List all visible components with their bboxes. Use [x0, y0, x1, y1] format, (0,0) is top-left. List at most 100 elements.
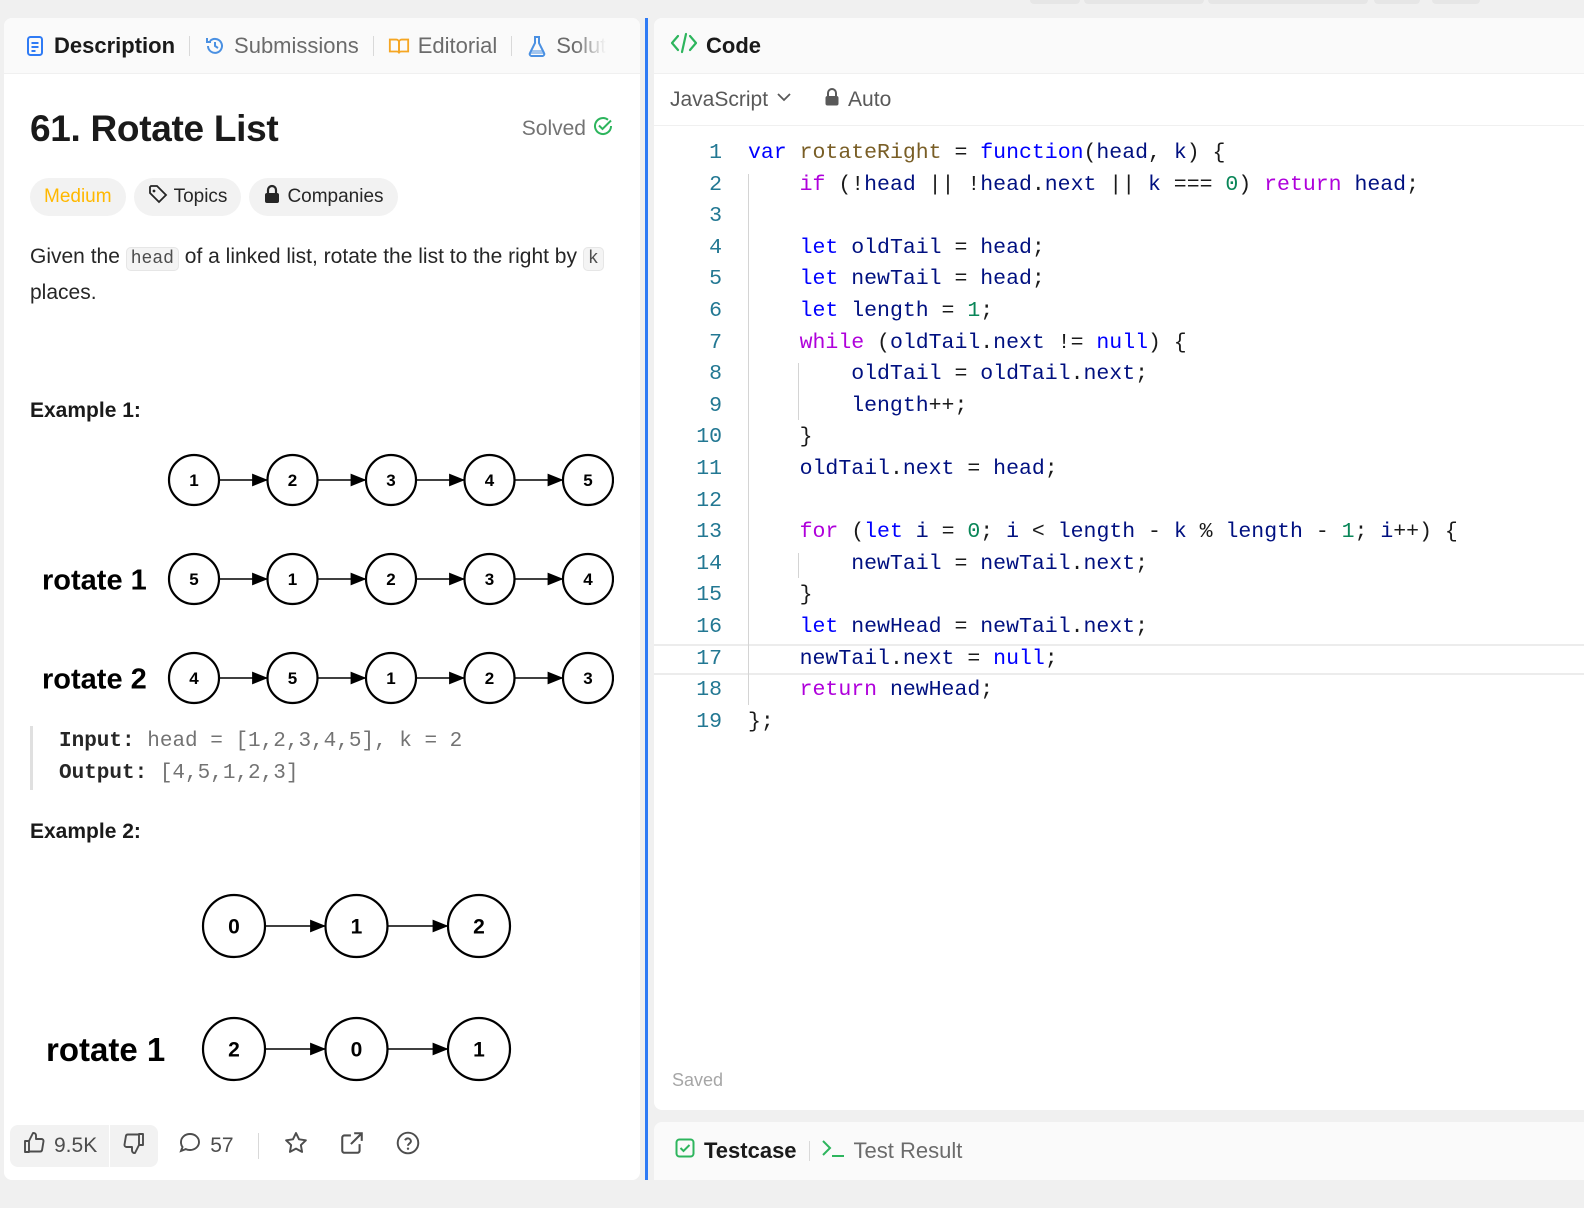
node-value: 4 [189, 669, 199, 688]
tab-submissions-label: Submissions [234, 32, 359, 58]
code-text: oldTail.next = head; [799, 456, 1058, 481]
node-value: 4 [583, 570, 593, 589]
node-value: 3 [583, 669, 592, 688]
tag-icon [148, 184, 168, 210]
problem-chips: Medium Topics Companies [30, 178, 614, 216]
comments-button[interactable]: 57 [178, 1131, 234, 1161]
auto-mode[interactable]: Auto [824, 87, 891, 113]
node-value: 1 [351, 916, 363, 939]
top-control[interactable] [1030, 0, 1080, 4]
problem-description: Given the head of a linked list, rotate … [30, 240, 614, 310]
like-button[interactable]: 9.5K [10, 1125, 109, 1167]
code-line: 7 while (oldTail.next != null) { [654, 328, 1584, 360]
footer-divider [257, 1133, 259, 1159]
line-number: 13 [696, 520, 722, 545]
node-value: 0 [228, 916, 240, 939]
tab-testcase[interactable]: Testcase [674, 1137, 797, 1165]
indent-guide [748, 173, 749, 705]
code-line: 13 for (let i = 0; i < length - k % leng… [654, 517, 1584, 549]
node-value: 5 [288, 669, 297, 688]
indent-guide [798, 552, 799, 579]
code-text: newTail.next = null; [799, 646, 1058, 671]
title-row: 61. Rotate List Solved [30, 108, 614, 150]
problem-title: 61. Rotate List [30, 108, 279, 149]
code-line: 17 newTail.next = null; [654, 643, 1584, 676]
list-node [561, 552, 614, 606]
top-control[interactable] [1084, 0, 1204, 4]
topics-label: Topics [173, 186, 228, 207]
code-line: 12 [654, 486, 1584, 518]
language-select[interactable]: JavaScript [670, 87, 794, 113]
code-text: for (let i = 0; i < length - k % length … [799, 520, 1458, 545]
problem-tabs: Description Submissions Editorial Solut [4, 18, 640, 74]
node-value: 1 [189, 471, 198, 490]
code-line: 2 if (!head || !head.next || k === 0) re… [654, 170, 1584, 202]
description-text: of a linked list, rotate the list to the… [178, 245, 583, 268]
node-value: 1 [386, 669, 395, 688]
line-number: 14 [696, 551, 722, 576]
vote-divider [109, 1125, 111, 1167]
output-label: Output: [59, 762, 148, 785]
code-text: } [748, 425, 813, 450]
favorite-button[interactable] [283, 1130, 309, 1162]
tab-editorial[interactable]: Editorial [388, 33, 497, 59]
description-footer: 9.5K 57 [4, 1112, 640, 1180]
code-text: let oldTail = head; [799, 235, 1045, 260]
code-text: return newHead; [799, 678, 994, 703]
tab-solutions[interactable]: Solut [526, 33, 606, 59]
external-link-icon [339, 1130, 365, 1162]
panel-resize-handle[interactable] [645, 18, 648, 1180]
code-text: newTail = newTail.next; [851, 551, 1149, 576]
code-panel-title: Code [706, 32, 761, 58]
lock-icon [824, 87, 840, 113]
topics-chip[interactable]: Topics [133, 178, 242, 216]
tab-submissions[interactable]: Submissions [204, 33, 359, 59]
list-node [446, 1016, 512, 1082]
auto-label: Auto [848, 87, 892, 111]
thumbs-down-icon [122, 1131, 146, 1161]
tab-test-result[interactable]: Test Result [820, 1137, 962, 1165]
code-line: 5 let newTail = head; [654, 264, 1584, 296]
line-number: 15 [696, 583, 722, 608]
help-button[interactable] [395, 1130, 421, 1162]
line-number: 5 [709, 267, 722, 292]
line-number: 7 [709, 330, 722, 355]
share-button[interactable] [339, 1130, 365, 1162]
top-control[interactable] [1432, 0, 1480, 4]
description-text: places. [30, 281, 97, 304]
code-line: 19}; [654, 707, 1584, 739]
top-control[interactable] [1208, 0, 1368, 4]
node-value: 5 [583, 471, 592, 490]
node-value: 3 [386, 471, 395, 490]
description-content: 61. Rotate List Solved Medium Topics [4, 74, 640, 1112]
save-status: Saved [672, 1070, 724, 1090]
line-number: 4 [709, 235, 722, 260]
list-node [561, 651, 614, 705]
line-number: 10 [696, 425, 722, 450]
example-1-heading: Example 1: [30, 399, 141, 422]
comment-count: 57 [210, 1134, 234, 1157]
language-label: JavaScript [670, 87, 769, 111]
tab-description[interactable]: Description [24, 33, 175, 59]
node-value: 0 [351, 1039, 363, 1062]
code-text: var rotateRight = function(head, k) { [748, 141, 1226, 165]
checkbox-checked-icon [674, 1137, 696, 1165]
list-node [561, 453, 614, 507]
dislike-button[interactable] [110, 1125, 158, 1167]
line-number: 9 [709, 393, 722, 418]
code-line: 18 return newHead; [654, 675, 1584, 707]
code-panel-header: Code [654, 18, 1584, 74]
top-control[interactable] [1374, 0, 1420, 4]
line-number: 18 [696, 678, 722, 703]
list-node [446, 893, 512, 959]
flask-icon [526, 35, 548, 57]
terminal-icon [820, 1137, 846, 1165]
companies-chip[interactable]: Companies [249, 178, 398, 216]
history-icon [204, 35, 226, 57]
check-circle-icon [592, 115, 614, 143]
